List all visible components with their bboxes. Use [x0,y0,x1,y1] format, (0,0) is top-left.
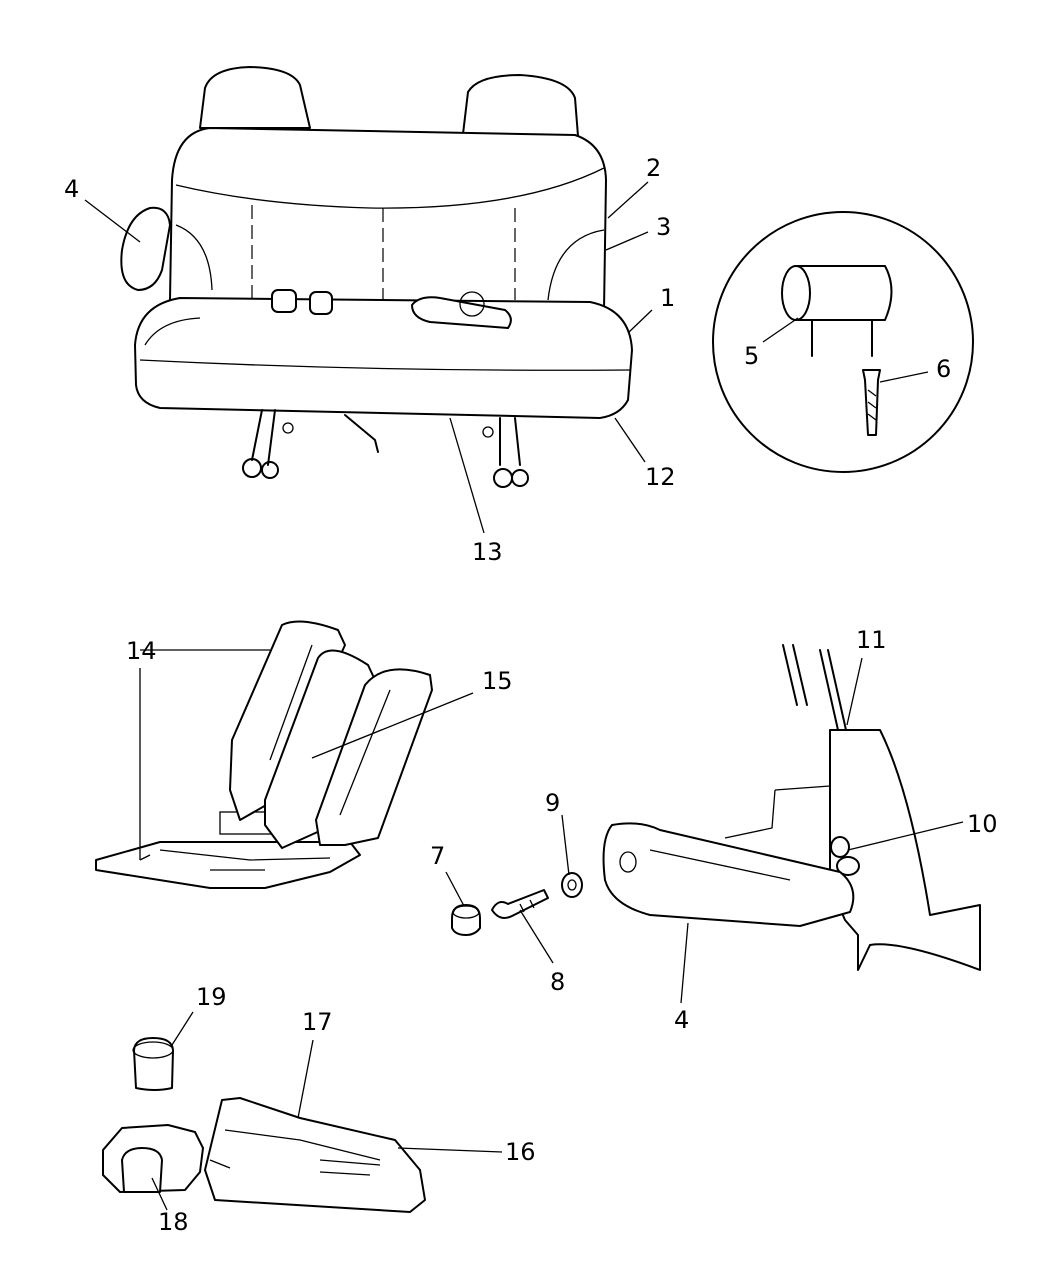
callout-5: 5 [744,342,759,370]
seat-back-cover-middle [264,649,376,849]
armrest [602,822,855,927]
seat-legs [242,409,529,488]
seat-cushion-cover [95,841,361,889]
bench-armrest [120,206,171,291]
callout-10: 10 [967,810,998,838]
seat-cushion [134,297,633,419]
callout-1: 1 [660,284,675,312]
callout-13: 13 [472,538,503,566]
callout-7: 7 [430,842,445,870]
callout-16: 16 [505,1138,536,1166]
seat-belt [411,296,512,329]
seat-back [169,127,607,311]
fastener-cap [451,904,481,936]
callout-4-bench-armrest: 4 [64,175,79,203]
belt-buckle-right [309,291,333,315]
callout-8: 8 [550,968,565,996]
screw [491,889,549,919]
callout-18: 18 [158,1208,189,1236]
stud-lower [836,856,860,876]
stud-upper [830,836,850,858]
left-headrest [199,66,311,129]
callout-17: 17 [302,1008,333,1036]
callout-19: 19 [196,983,227,1011]
cup-insert [133,1037,174,1091]
console-tray [204,1097,426,1213]
seat-side-panel [829,729,981,971]
callout-6: 6 [936,355,951,383]
bench-seat-assembly [120,66,633,488]
callout-14: 14 [126,637,157,665]
callout-2: 2 [646,154,661,182]
callout-11: 11 [856,626,887,654]
callout-4-armrest: 4 [674,1006,689,1034]
armrest-fasteners [451,872,583,936]
right-headrest [462,74,579,137]
headrest-cylinder [795,265,893,321]
detail-circle [712,211,974,473]
callout-12: 12 [645,463,676,491]
callout-15: 15 [482,667,513,695]
headrest-guide-sleeve [862,369,881,436]
callout-9: 9 [545,789,560,817]
armrest-side-assembly [602,644,981,971]
belt-buckle-left [271,289,297,313]
leader-lines [84,181,964,1211]
callout-labels: 4 2 3 1 12 13 5 6 14 15 11 9 10 7 8 4 19… [64,154,998,1236]
headrest-detail [712,211,974,473]
washer [561,872,583,898]
seat-cover-set [95,620,433,889]
callout-3: 3 [656,213,671,241]
cup-holder-assembly [102,1037,426,1213]
